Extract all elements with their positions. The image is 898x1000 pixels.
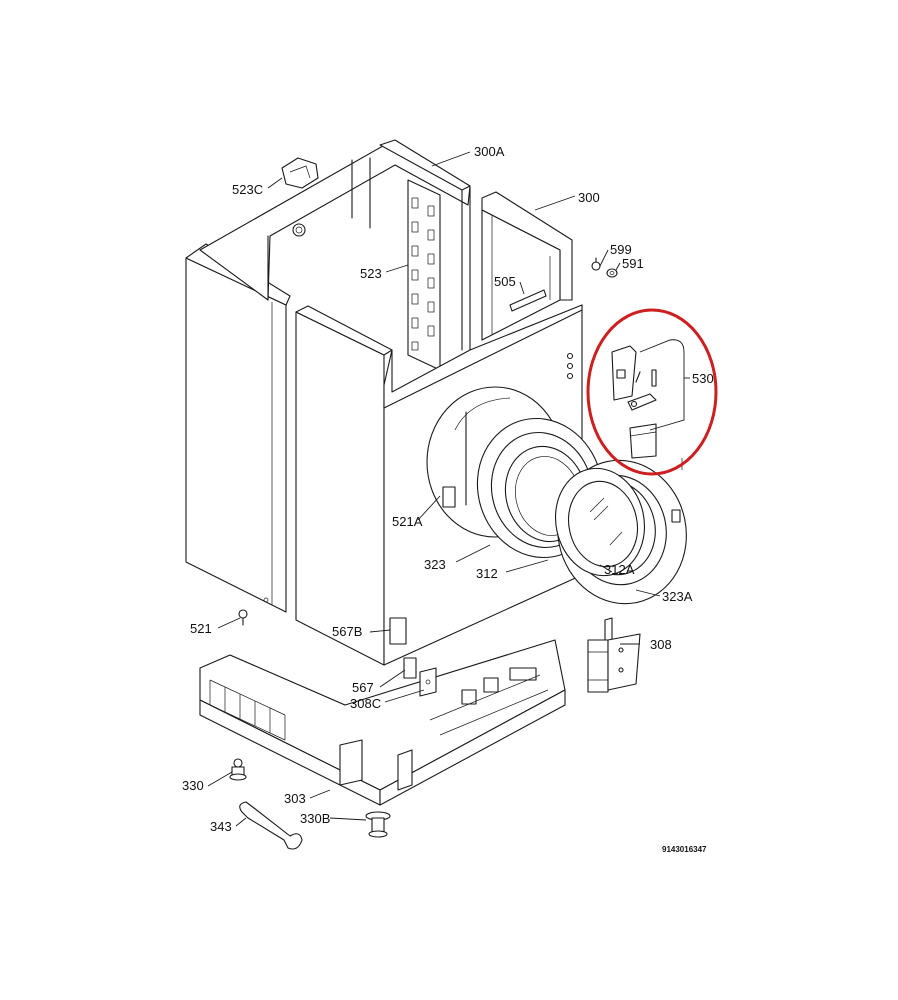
label-308[interactable]: 308 bbox=[650, 637, 672, 652]
base-frame bbox=[199, 639, 566, 806]
label-523[interactable]: 523 bbox=[360, 266, 382, 281]
door-assembly bbox=[554, 459, 687, 605]
label-323A[interactable]: 323A bbox=[662, 589, 693, 604]
label-330[interactable]: 330 bbox=[182, 778, 204, 793]
label-312[interactable]: 312 bbox=[476, 566, 498, 581]
highlight-circle bbox=[586, 308, 718, 476]
leader-lines bbox=[207, 151, 661, 827]
screw-599-washer-591 bbox=[591, 257, 618, 278]
label-567B[interactable]: 567B bbox=[332, 624, 362, 639]
label-308C[interactable]: 308C bbox=[350, 696, 381, 711]
rear-frame bbox=[199, 139, 471, 351]
label-530[interactable]: 530 bbox=[692, 371, 714, 386]
label-330B[interactable]: 330B bbox=[300, 811, 330, 826]
screw-521 bbox=[238, 609, 248, 626]
label-343[interactable]: 343 bbox=[210, 819, 232, 834]
document-code: 9143016347 bbox=[662, 845, 707, 854]
label-312A[interactable]: 312A bbox=[604, 562, 635, 577]
label-323[interactable]: 323 bbox=[424, 557, 446, 572]
foot-330B bbox=[365, 811, 391, 838]
left-side-panel bbox=[185, 243, 291, 613]
part-labels: 300A 300 523C 599 591 523 505 530 521A 3… bbox=[182, 144, 714, 834]
label-505[interactable]: 505 bbox=[494, 274, 516, 289]
label-599[interactable]: 599 bbox=[610, 242, 632, 257]
label-303[interactable]: 303 bbox=[284, 791, 306, 806]
label-521[interactable]: 521 bbox=[190, 621, 212, 636]
bracket-308C bbox=[419, 667, 437, 697]
label-521A[interactable]: 521A bbox=[392, 514, 423, 529]
hinge-308 bbox=[587, 617, 641, 693]
label-591[interactable]: 591 bbox=[622, 256, 644, 271]
label-300[interactable]: 300 bbox=[578, 190, 600, 205]
door-lock-kit-530 bbox=[611, 339, 690, 470]
bolt-505 bbox=[509, 289, 547, 312]
hook-523C bbox=[281, 157, 319, 189]
label-567[interactable]: 567 bbox=[352, 680, 374, 695]
label-300A[interactable]: 300A bbox=[474, 144, 505, 159]
right-side-frame bbox=[481, 191, 573, 341]
label-523C[interactable]: 523C bbox=[232, 182, 263, 197]
spanner-343 bbox=[239, 801, 303, 850]
rear-slotted-strip bbox=[407, 179, 441, 371]
foot-330 bbox=[229, 758, 247, 781]
clip-567 bbox=[403, 657, 417, 679]
